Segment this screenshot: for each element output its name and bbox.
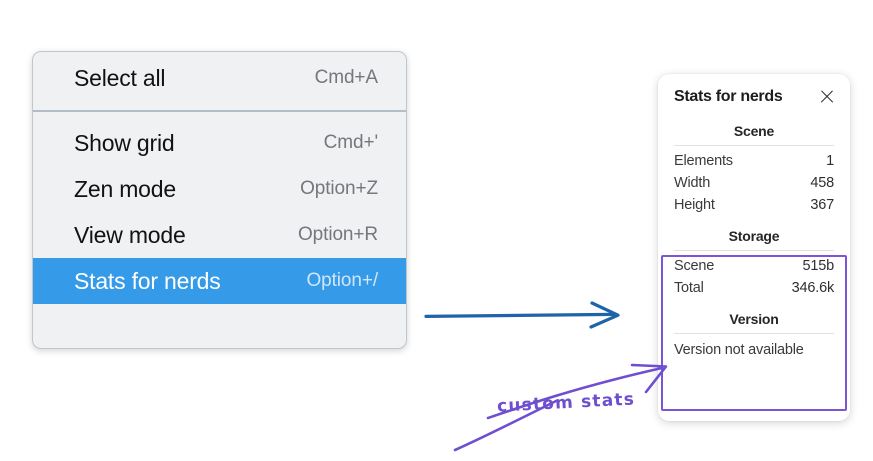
flow-arrow-icon [424,301,620,329]
stats-row-storage-total: Total 346.6k [658,277,850,299]
section-divider [674,250,834,251]
menu-item-label: Select all [74,64,166,91]
section-heading: Storage [728,228,780,244]
menu-item-shortcut: Option+R [298,224,378,245]
stats-section-scene: Scene Elements 1 Width 458 Height 367 [658,120,850,216]
section-heading: Version [729,311,779,327]
menu-item-stats-for-nerds[interactable]: Stats for nerds Option+/ [33,258,406,304]
menu-item-label: Zen mode [74,175,176,202]
stats-section-version: Version Version not available [658,308,850,362]
menu-item-label: Stats for nerds [74,267,221,294]
stats-row-storage-scene: Scene 515b [658,255,850,277]
menu-separator [33,110,406,112]
menu-item-shortcut: Option+Z [300,178,378,199]
annotation-label: custom stats [496,389,636,417]
menu-item-show-grid[interactable]: Show grid Cmd+' [33,120,406,166]
menu-item-shortcut: Cmd+A [314,67,378,88]
menu-item-shortcut: Option+/ [306,270,378,291]
stats-row-label: Scene [674,258,715,274]
stats-row-label: Height [674,197,715,213]
stats-row-value: 1 [826,153,834,169]
menu-item-zen-mode[interactable]: Zen mode Option+Z [33,166,406,212]
stats-panel-header: Stats for nerds [658,88,850,106]
stats-row-value: 515b [802,258,835,274]
context-menu-group-2: Show grid Cmd+' Zen mode Option+Z View m… [33,120,406,304]
stats-row-value: 346.6k [791,280,835,296]
annotation-underline-stroke-icon [453,399,558,452]
menu-item-label: View mode [74,221,186,248]
menu-item-view-mode[interactable]: View mode Option+R [33,212,406,258]
stats-row-value: 367 [810,197,834,213]
stats-row-label: Total [674,280,704,296]
menu-item-shortcut: Cmd+' [323,132,378,153]
stats-row-height: Height 367 [658,194,850,216]
stats-row-elements: Elements 1 [658,150,850,172]
section-divider [674,333,834,334]
close-icon[interactable] [818,88,836,106]
stats-panel-title: Stats for nerds [674,88,783,105]
stats-row-width: Width 458 [658,172,850,194]
menu-item-select-all[interactable]: Select all Cmd+A [33,55,406,101]
stats-for-nerds-panel[interactable]: Stats for nerds Scene Elements 1 Width 4… [658,74,850,421]
stats-row-value: 458 [810,175,834,191]
version-status-text: Version not available [674,342,804,358]
stats-section-storage: Storage Scene 515b Total 346.6k [658,225,850,299]
section-heading: Scene [733,123,775,139]
stats-row-label: Elements [674,153,733,169]
section-divider [674,145,834,146]
stats-row-label: Width [674,175,711,191]
context-menu[interactable]: Select all Cmd+A Show grid Cmd+' Zen mod… [32,51,407,349]
annotation-pointer-arrow-icon [486,363,668,420]
context-menu-group-1: Select all Cmd+A [33,55,406,101]
menu-item-label: Show grid [74,129,175,156]
